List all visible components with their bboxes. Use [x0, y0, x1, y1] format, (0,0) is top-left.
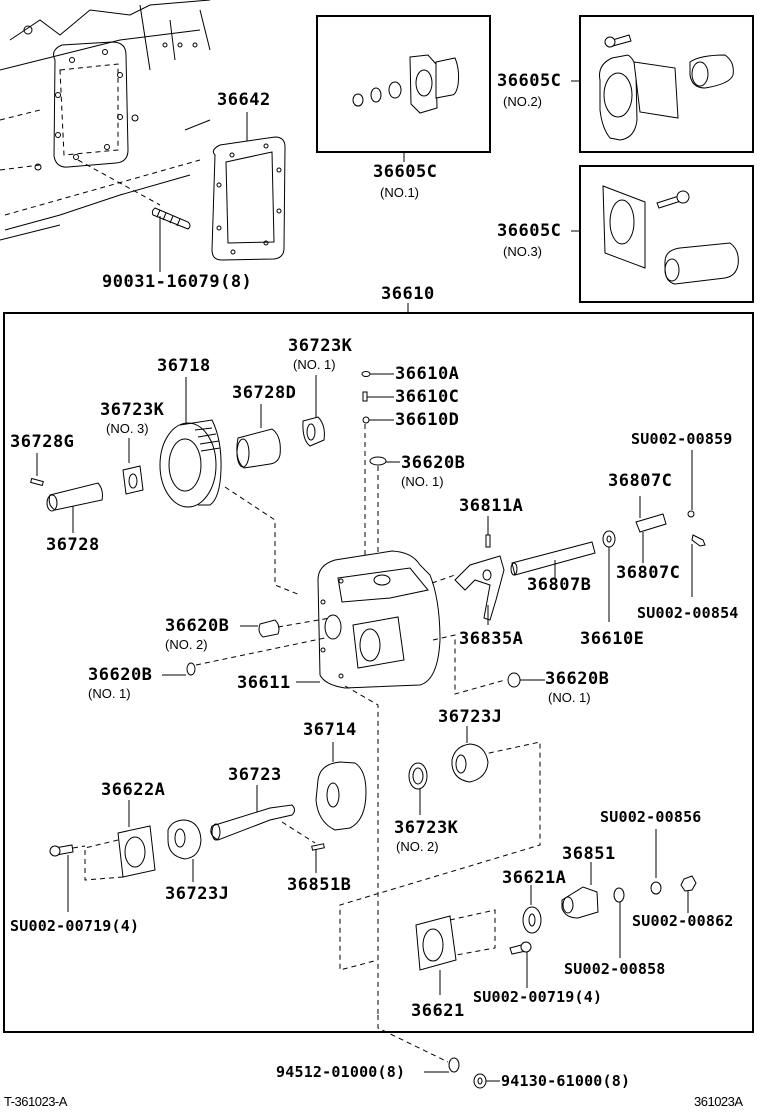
part-label-36851b[interactable]: 36851B [287, 875, 352, 895]
part-label-36807c-bottom[interactable]: 36807C [616, 563, 681, 583]
part-label-36723[interactable]: 36723 [228, 765, 282, 785]
part-label-36807c-top[interactable]: 36807C [608, 471, 673, 491]
part-label-36605c-no3[interactable]: 36605C [497, 221, 562, 241]
part-label-su002-00854[interactable]: SU002-00854 [637, 604, 739, 622]
part-label-36728d[interactable]: 36728D [232, 383, 297, 403]
part-label-36642[interactable]: 36642 [217, 90, 271, 110]
part-label-36605c-no2[interactable]: 36605C [497, 71, 562, 91]
part-sub-36605c-no1: (NO.1) [380, 185, 419, 200]
kit-no3-box [571, 165, 754, 303]
part-label-su002-00856[interactable]: SU002-00856 [600, 808, 702, 826]
part-label-36620b-right[interactable]: 36620B [545, 669, 610, 689]
part-label-36723k-no3[interactable]: 36723K [100, 400, 165, 420]
part-label-36610[interactable]: 36610 [381, 284, 435, 304]
transmission-case-drawing [0, 0, 211, 241]
kit-no1-box [316, 15, 491, 162]
part-label-90031-16079[interactable]: 90031-16079(8) [102, 272, 253, 292]
part-label-36605c-no1[interactable]: 36605C [373, 162, 438, 182]
part-label-36620b-no2[interactable]: 36620B [165, 616, 230, 636]
housing-drawing [317, 550, 506, 1015]
part-sub-36620b-left: (NO. 1) [88, 686, 131, 701]
part-label-36723j-bottom[interactable]: 36723J [165, 884, 230, 904]
part-label-su002-00858[interactable]: SU002-00858 [564, 960, 666, 978]
output-parts-drawing [339, 726, 697, 995]
part-label-36610a[interactable]: 36610A [395, 364, 460, 384]
part-label-94130-61000[interactable]: 94130-61000(8) [501, 1072, 631, 1090]
part-sub-36620b-right: (NO. 1) [548, 690, 591, 705]
seal-parts-drawing [162, 617, 545, 688]
part-label-36723k-no1[interactable]: 36723K [288, 336, 353, 356]
part-label-su002-00719-left[interactable]: SU002-00719(4) [10, 917, 140, 935]
part-label-36714[interactable]: 36714 [303, 720, 357, 740]
part-sub-36620b-no2: (NO. 2) [165, 637, 208, 652]
part-label-36611[interactable]: 36611 [237, 673, 291, 693]
figure-id-right: 361023A [694, 1094, 743, 1109]
part-label-36610c[interactable]: 36610C [395, 387, 460, 407]
part-label-36620b-top[interactable]: 36620B [401, 453, 466, 473]
part-label-36622a[interactable]: 36622A [101, 780, 166, 800]
part-label-94512-01000[interactable]: 94512-01000(8) [276, 1063, 406, 1081]
figure-id-left: T-361023-A [4, 1094, 67, 1109]
bottom-hardware-drawing [377, 1015, 500, 1089]
detent-parts-drawing [361, 371, 400, 560]
part-sub-36723k-no3: (NO. 3) [106, 421, 149, 436]
part-label-36723k-no2[interactable]: 36723K [394, 818, 459, 838]
part-label-su002-00859[interactable]: SU002-00859 [631, 430, 733, 448]
part-label-36728g[interactable]: 36728G [10, 432, 75, 452]
part-label-36728[interactable]: 36728 [46, 535, 100, 555]
part-label-36610e[interactable]: 36610E [580, 629, 645, 649]
part-label-36621[interactable]: 36621 [411, 1001, 465, 1021]
part-sub-36723k-no2: (NO. 2) [396, 839, 439, 854]
assembly-frame [3, 303, 754, 1033]
gasket-drawing [211, 112, 286, 261]
part-sub-36723k-no1: (NO. 1) [293, 357, 336, 372]
drive-gear-parts-drawing [49, 742, 367, 912]
part-label-36621a[interactable]: 36621A [502, 868, 567, 888]
part-sub-36605c-no2: (NO.2) [503, 94, 542, 109]
part-label-su002-00862[interactable]: SU002-00862 [632, 912, 734, 930]
part-label-36723j-top[interactable]: 36723J [438, 707, 503, 727]
shift-parts-drawing [454, 450, 706, 625]
part-label-su002-00719-right[interactable]: SU002-00719(4) [473, 988, 603, 1006]
kit-no2-box [571, 15, 754, 153]
part-sub-36605c-no3: (NO.3) [503, 244, 542, 259]
part-sub-36620b-top: (NO. 1) [401, 474, 444, 489]
stud-bolt-drawing [151, 207, 191, 272]
idler-gear-parts-drawing [30, 375, 325, 596]
part-label-36811a[interactable]: 36811A [459, 496, 524, 516]
part-label-36718[interactable]: 36718 [157, 356, 211, 376]
part-label-36807b[interactable]: 36807B [527, 575, 592, 595]
part-label-36610d[interactable]: 36610D [395, 410, 460, 430]
part-label-36851[interactable]: 36851 [562, 844, 616, 864]
part-label-36620b-left[interactable]: 36620B [88, 665, 153, 685]
part-label-36835a[interactable]: 36835A [459, 629, 524, 649]
